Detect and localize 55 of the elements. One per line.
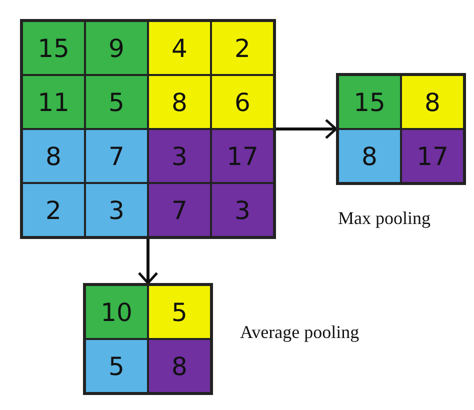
cell-value: 6	[234, 90, 250, 114]
matrix-cell	[148, 339, 211, 393]
cell-value: 10	[100, 300, 132, 324]
matrix-cell	[85, 21, 148, 75]
matrix-cell	[211, 129, 274, 183]
matrix-cell	[85, 75, 148, 129]
cell-value: 17	[226, 144, 258, 168]
cell-value: 2	[46, 198, 62, 222]
cell-value: 2	[234, 36, 250, 60]
caption-text: Average pooling	[240, 322, 360, 343]
matrix-grid	[336, 73, 466, 185]
matrix-cell	[338, 75, 401, 129]
cell-value: 3	[172, 144, 188, 168]
cell-value: 3	[108, 198, 124, 222]
cell-value: 3	[234, 198, 250, 222]
cell-value: 15	[354, 90, 386, 114]
matrix-cell	[22, 21, 85, 75]
matrix-grid	[20, 19, 276, 239]
matrix-cell	[211, 183, 274, 237]
matrix-cell	[211, 75, 274, 129]
arrow	[138, 239, 158, 284]
cell-value: 8	[172, 354, 188, 378]
cell-value: 17	[416, 144, 448, 168]
matrix-cell	[22, 183, 85, 237]
matrix-cell	[338, 129, 401, 183]
matrix-cell	[22, 129, 85, 183]
matrix-cell	[85, 285, 148, 339]
cell-value: 11	[38, 90, 70, 114]
cell-value: 7	[172, 198, 188, 222]
matrix-cell	[148, 21, 211, 75]
cell-value: 8	[424, 90, 440, 114]
matrix-cell	[211, 21, 274, 75]
cell-value: 5	[108, 90, 124, 114]
matrix-cell	[148, 285, 211, 339]
matrix-cell	[85, 183, 148, 237]
cell-value: 9	[108, 36, 124, 60]
matrix-cell	[85, 129, 148, 183]
matrix-cell	[22, 75, 85, 129]
cell-value: 8	[172, 90, 188, 114]
matrix-cell	[85, 339, 148, 393]
matrix-cell	[148, 129, 211, 183]
arrow	[276, 118, 338, 140]
cell-value: 7	[108, 144, 124, 168]
matrix-grid	[83, 283, 213, 395]
cell-value: 8	[362, 144, 378, 168]
cell-value: 5	[172, 300, 188, 324]
matrix-cell	[401, 75, 464, 129]
caption-text: Max pooling	[338, 208, 430, 229]
cell-value: 8	[46, 144, 62, 168]
cell-value: 5	[108, 354, 124, 378]
matrix-cell	[148, 75, 211, 129]
cell-value: 15	[38, 36, 70, 60]
matrix-cell	[148, 183, 211, 237]
matrix-cell	[401, 129, 464, 183]
cell-value: 4	[172, 36, 188, 60]
